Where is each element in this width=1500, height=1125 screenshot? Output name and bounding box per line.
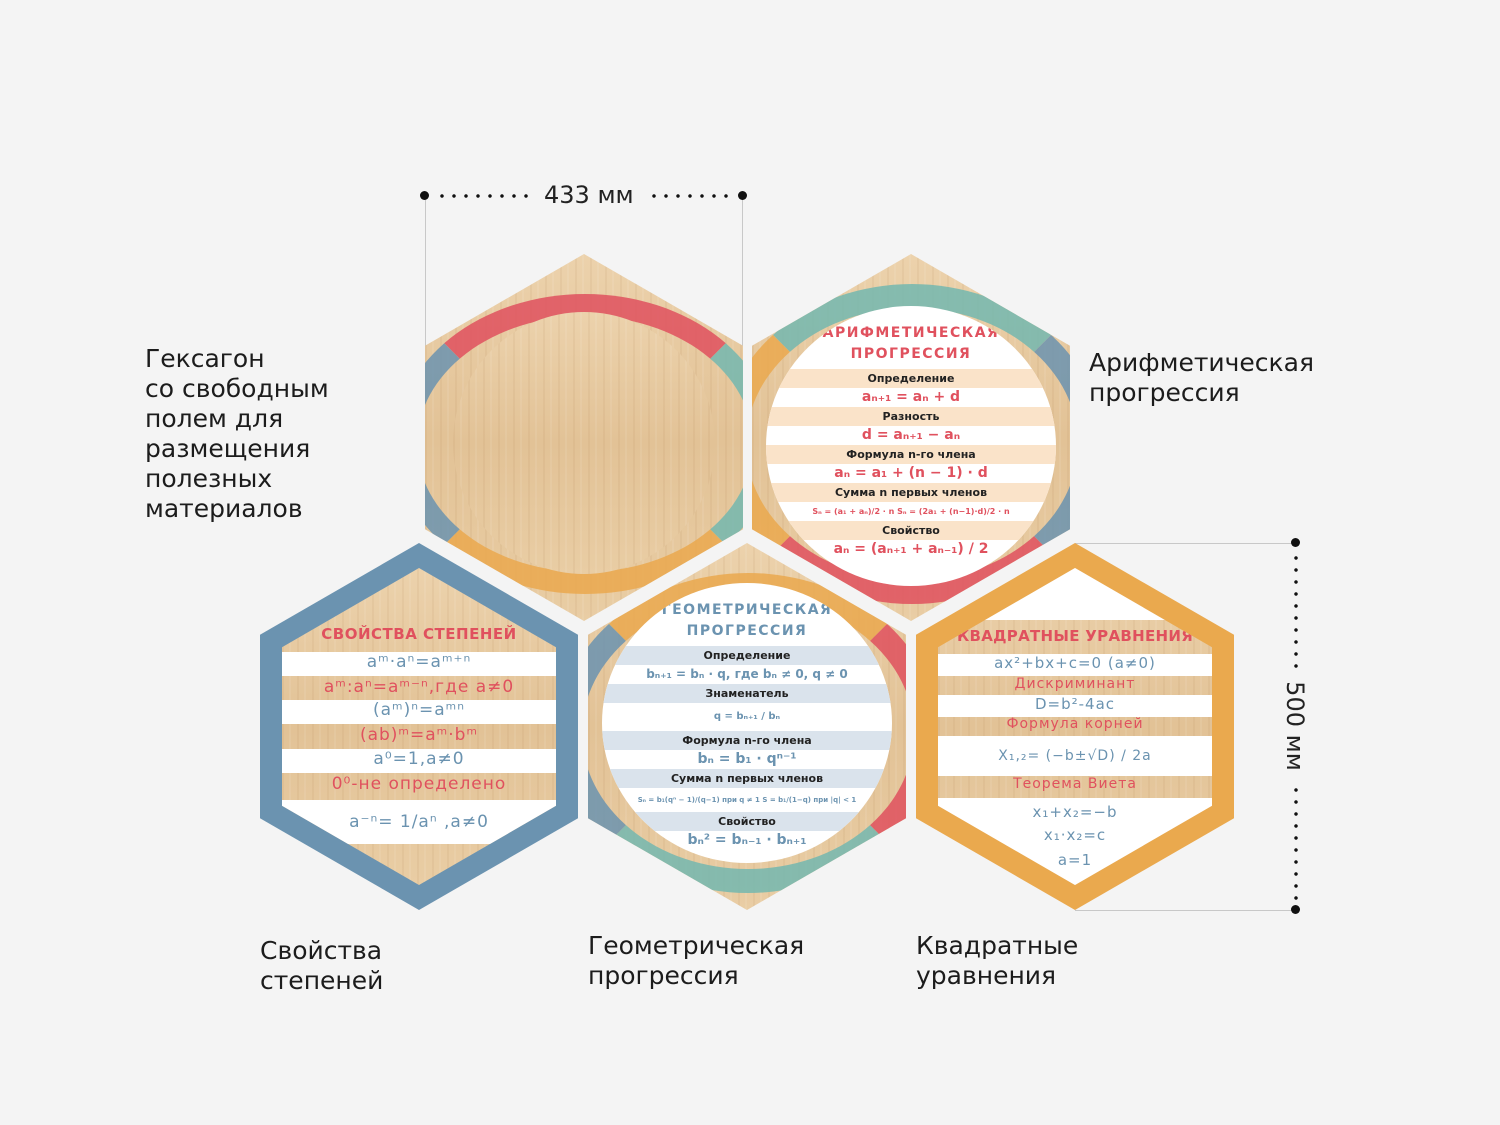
powers-hexagon: СВОЙСТВА СТЕПЕНЕЙ aᵐ·aⁿ=aᵐ⁺ⁿ aᵐ:aⁿ=aᵐ⁻ⁿ,… xyxy=(260,543,578,910)
formula: D=b²-4ac xyxy=(938,695,1212,717)
dimension-dots xyxy=(648,194,736,198)
blank-hexagon xyxy=(425,254,743,621)
title: ПРОГРЕССИЯ xyxy=(850,346,972,362)
row-heading: Сумма n первых членов xyxy=(766,483,1056,502)
dimension-dot xyxy=(1291,538,1300,547)
dimension-dots xyxy=(1294,552,1298,670)
formula: X₁,₂= (−b±√D) / 2a xyxy=(938,736,1212,776)
row-heading: Свойство xyxy=(766,521,1056,540)
quadratic-content: КВАДРАТНЫЕ УРАВНЕНИЯ ax²+bx+c=0 (a≠0) Ди… xyxy=(938,568,1212,885)
formula: a⁰=1,a≠0 xyxy=(282,749,556,773)
row-heading: Формула n-го члена xyxy=(766,445,1056,464)
height-dimension: 500 мм xyxy=(1281,681,1309,771)
geometric-content: ГЕОМЕТРИЧЕСКАЯ ПРОГРЕССИЯ Определение bₙ₊… xyxy=(602,583,892,863)
dimension-dot xyxy=(420,191,429,200)
guide-line xyxy=(1075,910,1296,911)
dimension-dots xyxy=(436,194,536,198)
formula: aₙ₊₁ = aₙ + d xyxy=(861,389,961,405)
row-heading: Свойство xyxy=(602,812,892,831)
title: АРИФМЕТИЧЕСКАЯ xyxy=(822,325,1000,341)
row-heading: Формула n-го члена xyxy=(602,731,892,750)
subheading: Формула корней xyxy=(1006,716,1144,732)
arithmetic-hexagon: АРИФМЕТИЧЕСКАЯ ПРОГРЕССИЯ Определение aₙ₊… xyxy=(752,254,1070,621)
formula: Sₙ = (a₁ + aₙ)/2 · n Sₙ = (2a₁ + (n−1)·d… xyxy=(812,507,1010,516)
formula: x₁+x₂=−b xyxy=(1032,803,1118,821)
free-field xyxy=(453,312,715,574)
formula: (ab)ᵐ=aᵐ·bᵐ xyxy=(359,725,479,745)
row-heading: Сумма n первых членов xyxy=(602,769,892,788)
row-heading: Определение xyxy=(766,369,1056,388)
formula: aₙ = (aₙ₊₁ + aₙ₋₁) / 2 xyxy=(833,541,989,557)
guide-line xyxy=(742,196,743,346)
formula: aᵐ:aⁿ=aᵐ⁻ⁿ,где a≠0 xyxy=(323,677,515,697)
row-heading: Разность xyxy=(766,407,1056,426)
formula: bₙ = b₁ · qⁿ⁻¹ xyxy=(697,751,797,767)
formula: 0⁰-не определено xyxy=(331,774,507,794)
title: ПРОГРЕССИЯ xyxy=(686,623,808,639)
formula: x₁·x₂=c xyxy=(1043,826,1107,844)
label-blank-hexagon: Гексагон со свободным полем для размещен… xyxy=(145,344,329,523)
title: СВОЙСТВА СТЕПЕНЕЙ xyxy=(321,625,517,643)
subheading: Теорема Виета xyxy=(1013,776,1137,792)
label-geometric: Геометрическая прогрессия xyxy=(588,931,805,990)
geometric-hexagon: ГЕОМЕТРИЧЕСКАЯ ПРОГРЕССИЯ Определение bₙ₊… xyxy=(588,543,906,910)
powers-content: СВОЙСТВА СТЕПЕНЕЙ aᵐ·aⁿ=aᵐ⁺ⁿ aᵐ:aⁿ=aᵐ⁻ⁿ,… xyxy=(282,568,556,885)
row-heading: Определение xyxy=(602,646,892,665)
formula: (aᵐ)ⁿ=aᵐⁿ xyxy=(282,700,556,724)
label-quadratic: Квадратные уравнения xyxy=(916,931,1079,990)
label-arithmetic: Арифметическая прогрессия xyxy=(1089,348,1314,407)
title: ГЕОМЕТРИЧЕСКАЯ xyxy=(661,602,833,618)
guide-line xyxy=(425,196,426,346)
formula: a=1 xyxy=(1057,851,1093,869)
formula: Sₙ = b₁(qⁿ − 1)/(q−1) при q ≠ 1 S = b₁/(… xyxy=(637,796,857,804)
label-powers: Свойства степеней xyxy=(260,936,384,995)
width-dimension: 433 мм xyxy=(544,181,634,209)
formula: q = bₙ₊₁ / bₙ xyxy=(713,711,781,722)
arithmetic-content: АРИФМЕТИЧЕСКАЯ ПРОГРЕССИЯ Определение aₙ₊… xyxy=(766,306,1056,586)
formula: bₙ₊₁ = bₙ · q, где bₙ ≠ 0, q ≠ 0 xyxy=(646,667,848,681)
guide-line xyxy=(1075,543,1296,544)
quadratic-hexagon: КВАДРАТНЫЕ УРАВНЕНИЯ ax²+bx+c=0 (a≠0) Ди… xyxy=(916,543,1234,910)
dimension-dot xyxy=(738,191,747,200)
formula: aₙ = a₁ + (n − 1) · d xyxy=(834,465,988,481)
row-heading: Знаменатель xyxy=(602,684,892,703)
dimension-dots xyxy=(1294,784,1298,902)
formula: aᵐ·aⁿ=aᵐ⁺ⁿ xyxy=(282,652,556,676)
dimension-dot xyxy=(1291,905,1300,914)
formula: a⁻ⁿ= 1/aⁿ ,a≠0 xyxy=(282,800,556,844)
formula: d = aₙ₊₁ − aₙ xyxy=(861,427,961,443)
subheading: Дискриминант xyxy=(1014,676,1136,692)
formula: bₙ² = bₙ₋₁ · bₙ₊₁ xyxy=(687,832,807,848)
title: КВАДРАТНЫЕ УРАВНЕНИЯ xyxy=(956,627,1194,645)
formula: ax²+bx+c=0 (a≠0) xyxy=(938,654,1212,676)
